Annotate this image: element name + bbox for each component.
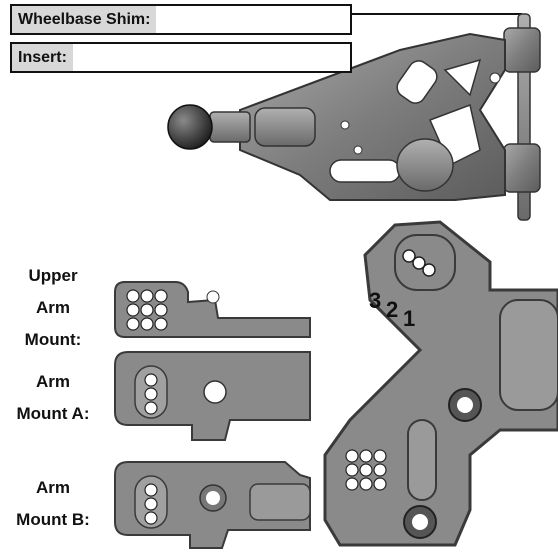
wheelbase-shim-value[interactable] xyxy=(156,6,350,33)
position-number-1: 1 xyxy=(403,306,416,331)
chassis-insert-holes xyxy=(402,249,436,277)
insert-label: Insert: xyxy=(12,44,73,71)
insert-field[interactable]: Insert: xyxy=(10,42,352,73)
wheelbase-shim-label: Wheelbase Shim: xyxy=(12,6,157,33)
chassis-plate xyxy=(323,220,558,547)
arm-mount-a-part xyxy=(114,351,311,441)
arm-mount-b-label: Arm Mount B: xyxy=(16,478,90,529)
wheelbase-shim-field[interactable]: Wheelbase Shim: xyxy=(10,4,352,35)
position-number-2: 2 xyxy=(386,297,399,322)
position-number-3: 3 xyxy=(369,288,382,313)
suspension-arm xyxy=(167,13,541,221)
arm-mount-a-label: Arm Mount A: xyxy=(16,372,90,423)
upper-arm-mount-part xyxy=(114,281,311,338)
chassis-grid-holes xyxy=(345,449,387,491)
upper-arm-mount-label: Upper Arm Mount: xyxy=(24,266,82,349)
arm-mount-b-part xyxy=(114,461,311,549)
insert-value[interactable] xyxy=(72,44,350,71)
